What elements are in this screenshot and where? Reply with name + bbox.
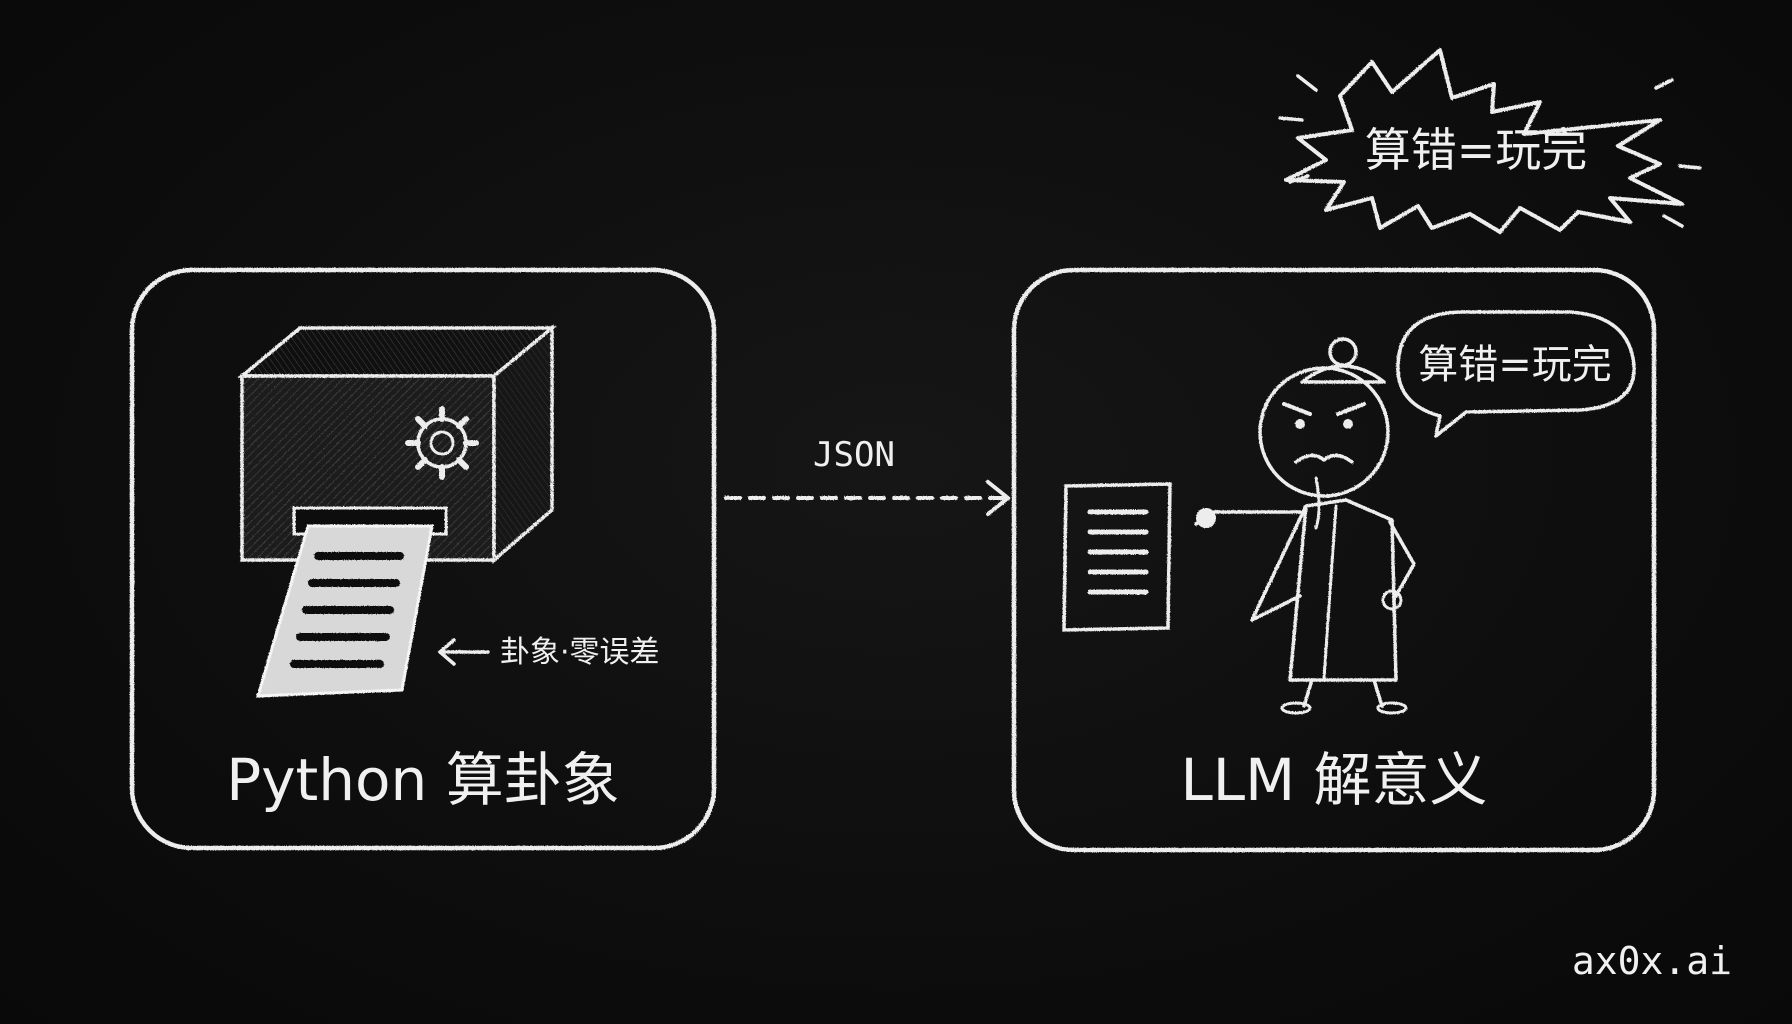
warning-burst (1278, 48, 1702, 234)
python-box-title: Python 算卦象 (226, 746, 619, 814)
json-label: JSON (813, 435, 895, 475)
llm-box: 算错=玩完 LLM 解意义 (1011, 267, 1657, 853)
python-box: 卦象·零误差 Python 算卦象 (129, 267, 717, 851)
printer-machine-icon (237, 324, 557, 698)
json-connector (724, 480, 1010, 516)
document-icon (1062, 482, 1172, 632)
burst-text: 算错=玩完 (1365, 123, 1588, 177)
callout-arrow (438, 638, 490, 666)
speech-text: 算错=玩完 (1418, 342, 1612, 388)
callout-label: 卦象·零误差 (500, 635, 660, 670)
gear-icon (405, 406, 479, 480)
python-box-frame (129, 267, 717, 851)
watermark: ax0x.ai (1572, 939, 1732, 983)
llm-box-frame (1011, 267, 1657, 853)
llm-box-title: LLM 解意义 (1180, 746, 1487, 814)
speech-bubble (1396, 310, 1636, 438)
sage-figure-icon (1194, 337, 1416, 715)
